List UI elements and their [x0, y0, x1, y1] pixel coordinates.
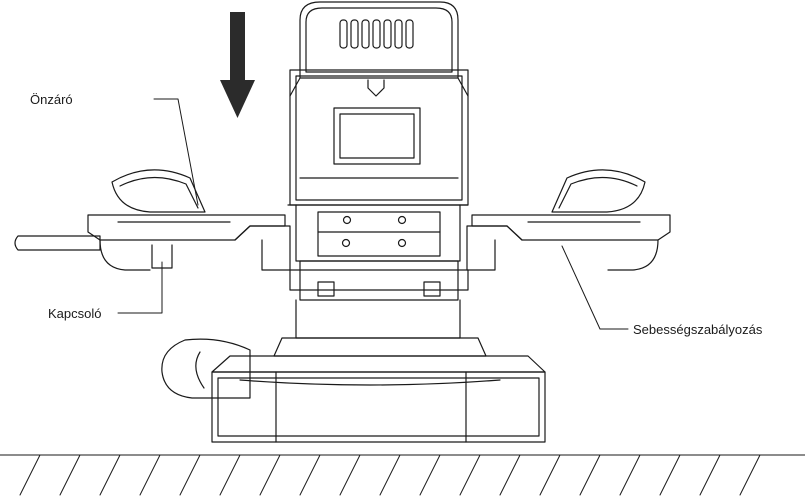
vent-slots: [339, 19, 414, 49]
gear-block: [287, 204, 469, 262]
callout-switch: Kapcsoló: [48, 306, 102, 321]
motor-housing: [289, 1, 469, 206]
down-arrow-icon: [220, 12, 255, 118]
lower-body: [273, 260, 487, 357]
right-handle: [466, 169, 671, 271]
callout-self-lock: Önzáró: [30, 92, 73, 107]
leader-line-self-lock: [153, 98, 199, 206]
leader-line-switch: [117, 261, 163, 314]
callout-speed-control: Sebességszabályozás: [633, 322, 763, 337]
base-disc: [211, 355, 546, 443]
floor-hatching: [0, 454, 805, 496]
leader-line-speed-control: [561, 245, 629, 330]
dust-port: [161, 338, 251, 399]
left-handle: [14, 169, 291, 271]
